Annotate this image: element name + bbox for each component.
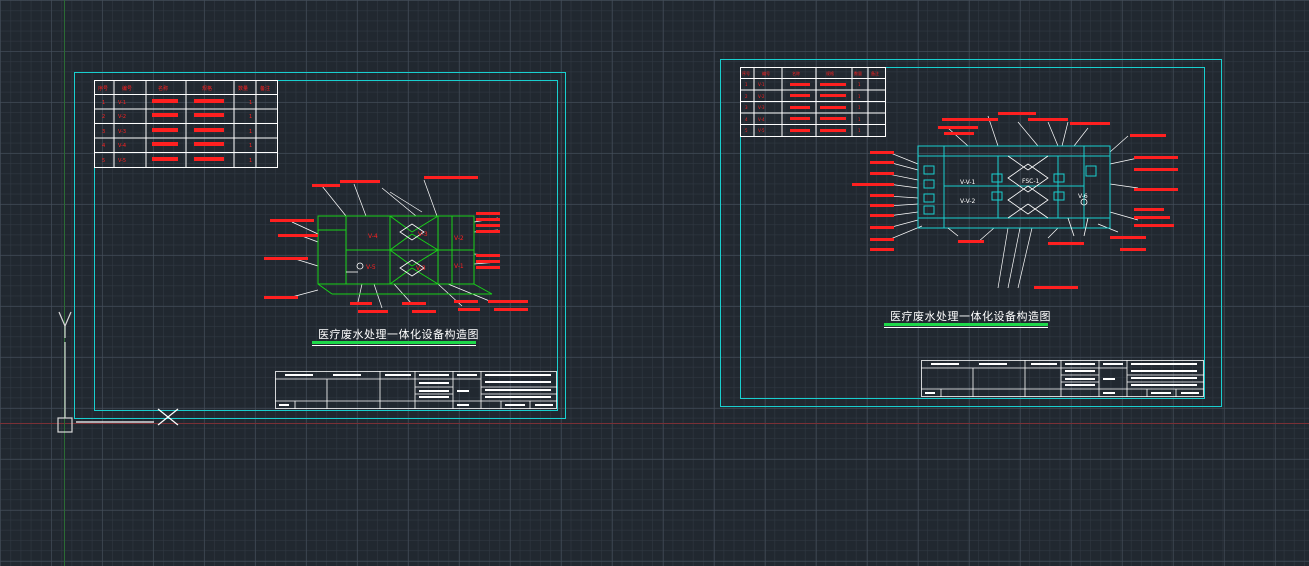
schedule-cell: 4	[102, 143, 105, 149]
schedule-cell: 3	[102, 129, 105, 135]
schedule-cell: 1	[858, 128, 861, 133]
section-label-v6: V-6	[1078, 193, 1088, 200]
schedule-cell: 1	[249, 143, 252, 149]
schedule-cell: 2	[102, 114, 105, 120]
schedule-cell: V-4	[758, 117, 765, 122]
schedule-cell: V-1	[758, 82, 765, 87]
sheet-1-annotation-callouts	[264, 176, 528, 313]
schedule-header-cell: 编号	[122, 85, 132, 92]
sheet-2-drawing-title: 医疗废水处理一体化设备构造图	[890, 310, 1051, 323]
schedule-header-cell: 名称	[158, 85, 168, 92]
schedule-cell: 1	[249, 158, 252, 164]
schedule-cell: 1	[858, 94, 861, 99]
sheet-2-equipment-section[interactable]: V-V-1 V-V-2 FSC-1 V-6	[848, 108, 1188, 298]
schedule-cell: V-3	[118, 129, 126, 135]
schedule-header-cell: 名称	[792, 70, 800, 76]
sheet-1-outer-frame	[74, 72, 566, 419]
schedule-header-cell: 数量	[854, 70, 862, 76]
x-axis-line	[0, 423, 1309, 424]
schedule-cell: V-5	[758, 128, 765, 133]
schedule-cell: V-4	[118, 143, 126, 149]
schedule-cell: 1	[249, 100, 252, 106]
section-label-fsc1: FSC-1	[1022, 178, 1040, 185]
sheet-1-drawing-title: 医疗废水处理一体化设备构造图	[318, 328, 479, 341]
sheet-2-inner-frame	[740, 67, 1205, 399]
schedule-header-cell: 数量	[238, 85, 248, 92]
schedule-header-cell: 序号	[742, 70, 750, 76]
schedule-header-cell: 编号	[762, 70, 770, 76]
plan-label-v3: V-3	[418, 231, 428, 238]
schedule-cell: 1	[249, 114, 252, 120]
sheet-2-outer-frame	[720, 59, 1222, 407]
sheet-1-inner-frame	[94, 80, 558, 411]
sheet-1-equipment-plan[interactable]: V-4 V-3 V-2 V-5 V-3 V-1	[262, 172, 542, 320]
plan-label-v4: V-4	[368, 233, 378, 240]
sheet-1-schedule-table: 序号 编号 名称 规格 数量 备注 1 V-1 2 V-2 3 V-3 4 V-…	[94, 80, 278, 168]
schedule-cell: 3	[745, 105, 748, 110]
sheet-2-title-underline	[884, 323, 1048, 326]
y-axis-line	[64, 0, 65, 566]
schedule-header-cell: 序号	[98, 85, 108, 92]
schedule-cell: 1	[858, 82, 861, 87]
schedule-header-cell: 备注	[260, 85, 270, 92]
schedule-cell: 5	[745, 128, 748, 133]
schedule-cell: 1	[102, 100, 105, 106]
schedule-cell: 5	[102, 158, 105, 164]
schedule-cell: V-2	[758, 94, 765, 99]
sheet-1-title-underline-thin	[312, 345, 476, 346]
section-label-vv2: V-V-2	[960, 198, 975, 205]
sheet-2-schedule-table: 序号 编号 名称 规格 数量 备注 1 V-1 2 V-2 3 V-3 4 V-…	[740, 67, 886, 137]
plan-label-v5: V-5	[366, 264, 376, 271]
sheet-1-title-block	[275, 371, 557, 409]
crosshair-cursor-icon[interactable]	[54, 404, 224, 428]
schedule-cell: V-3	[758, 105, 765, 110]
plan-label-v2: V-2	[454, 235, 464, 242]
sheet-2-annotation-callouts	[852, 112, 1178, 289]
schedule-header-cell: 规格	[202, 85, 212, 92]
ucs-icon	[57, 311, 73, 433]
schedule-cell: 1	[745, 82, 748, 87]
schedule-cell: V-5	[118, 158, 126, 164]
sheet-2-title-underline-thin	[884, 327, 1048, 328]
schedule-cell: V-1	[118, 100, 126, 106]
schedule-header-cell: 备注	[871, 70, 879, 76]
schedule-cell: 1	[858, 105, 861, 110]
schedule-cell: V-2	[118, 114, 126, 120]
schedule-cell: 2	[745, 94, 748, 99]
plan-label-v3b: V-3	[416, 265, 426, 272]
plan-label-v1: V-1	[454, 263, 464, 270]
schedule-cell: 4	[745, 117, 748, 122]
section-label-vv1: V-V-1	[960, 179, 975, 186]
schedule-header-cell: 规格	[826, 70, 834, 76]
sheet-1-title-underline	[312, 341, 476, 344]
sheet-2-title-block	[921, 360, 1204, 397]
schedule-cell: 1	[249, 129, 252, 135]
schedule-cell: 1	[858, 117, 861, 122]
